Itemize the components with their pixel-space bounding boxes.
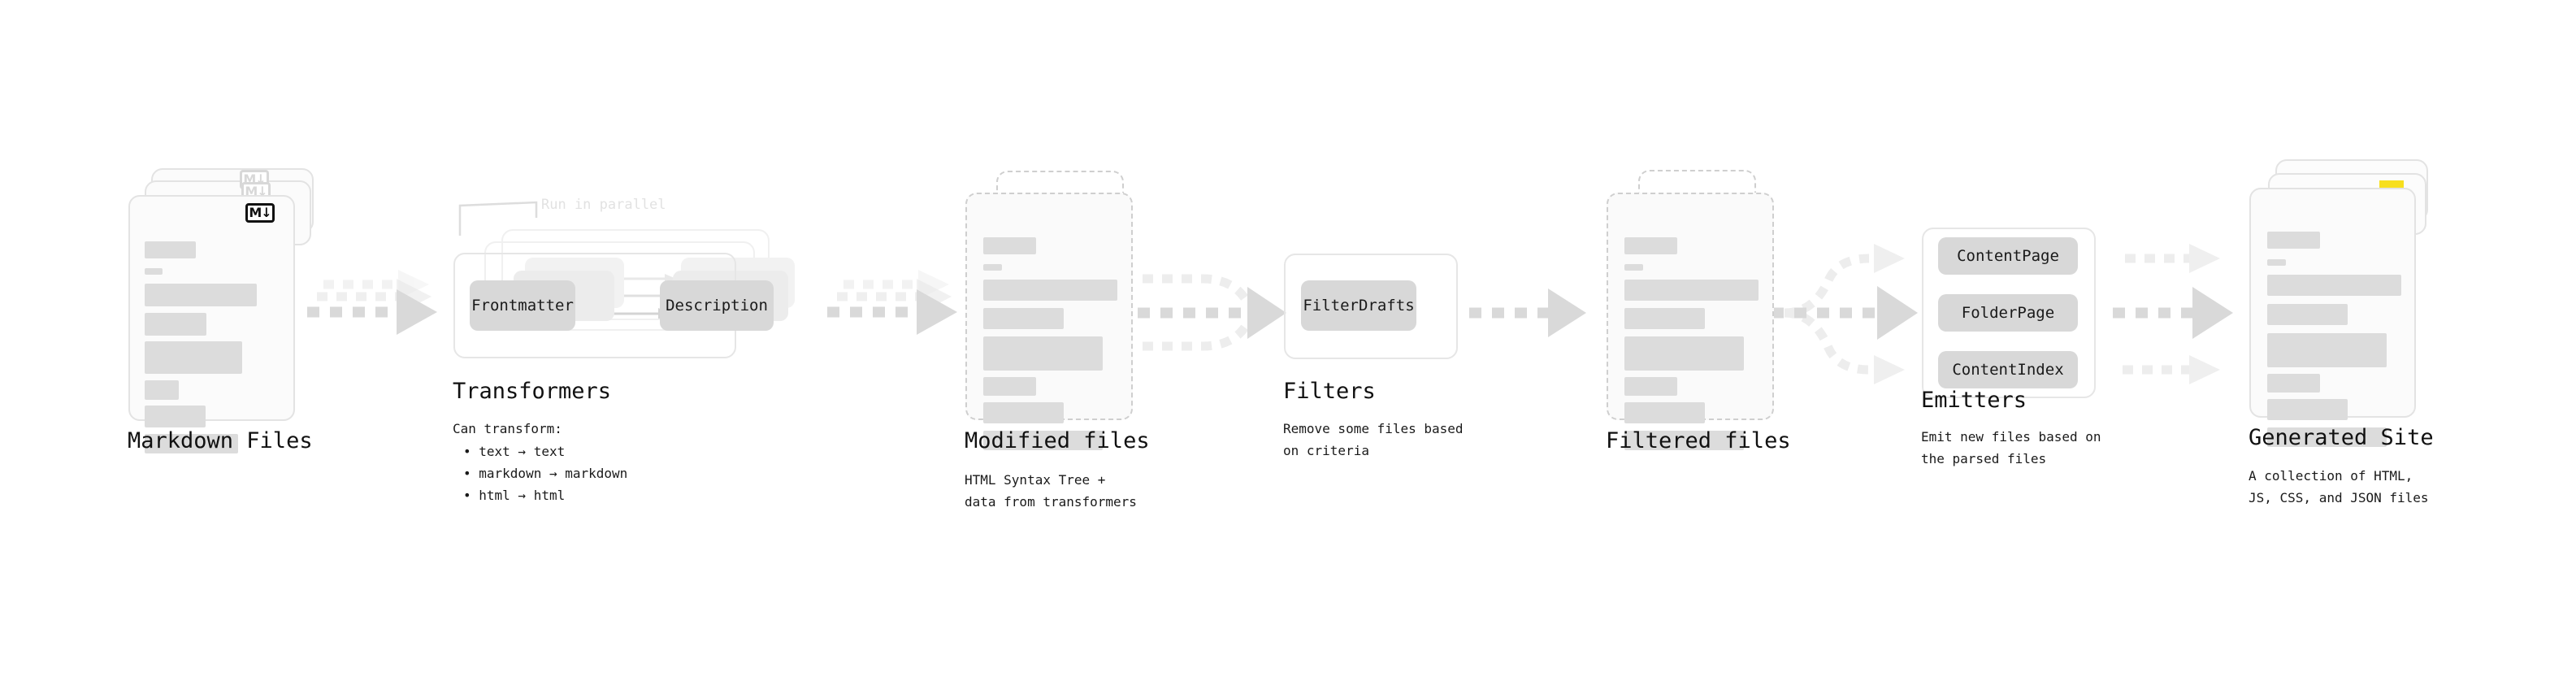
filters-title: Filters: [1283, 379, 1376, 404]
emitters-chip-folderpage[interactable]: FolderPage: [1938, 294, 2078, 332]
filters-box: [1284, 254, 1458, 359]
modified-card-front: [965, 193, 1133, 450]
modified-files-subtitle-2: data from transformers: [965, 494, 1137, 510]
transformers-chip-description[interactable]: Description: [660, 280, 774, 331]
filters-chip-filterdrafts[interactable]: FilterDrafts: [1301, 280, 1416, 331]
transformers-bullet-3: • html → html: [463, 488, 566, 503]
transformers-title: Transformers: [453, 379, 612, 404]
emitters-subtitle-2: the parsed files: [1921, 451, 2047, 466]
markdown-files-title: Markdown Files: [128, 428, 313, 453]
emitters-chip-contentindex[interactable]: ContentIndex: [1938, 351, 2078, 388]
connector-transformers-to-modified: [827, 270, 957, 335]
transformers-bullet-1: • text → text: [463, 444, 566, 459]
emitters-box: [1922, 228, 2096, 398]
connector-filtered-to-emitters: [1772, 244, 1918, 384]
emitters-subtitle-1: Emit new files based on: [1921, 429, 2101, 445]
filtered-card-front: [1607, 193, 1774, 450]
connector-modified-to-filters: [1138, 274, 1286, 351]
transformers-chip-frontmatter[interactable]: Frontmatter: [470, 280, 575, 331]
markdown-card-front: [128, 195, 295, 453]
connector-md-to-transformers: [307, 270, 437, 335]
generated-site-title: Generated Site: [2249, 425, 2434, 450]
modified-files-subtitle-1: HTML Syntax Tree +: [965, 472, 1106, 488]
filters-subtitle-2: on criteria: [1283, 443, 1369, 458]
emitters-chip-contentpage[interactable]: ContentPage: [1938, 237, 2078, 275]
transformers-bullet-2: • markdown → markdown: [463, 466, 628, 481]
generated-site-subtitle-1: A collection of HTML,: [2249, 468, 2413, 484]
filtered-files-title: Filtered files: [1606, 428, 1791, 453]
filters-subtitle-1: Remove some files based: [1283, 421, 1464, 436]
generated-site-subtitle-2: JS, CSS, and JSON files: [2249, 490, 2429, 505]
transformers-subtitle-heading: Can transform:: [453, 421, 562, 436]
modified-files-title: Modified files: [965, 428, 1150, 453]
run-in-parallel-label: Run in parallel: [541, 197, 666, 213]
markdown-badge-front: M↓: [245, 203, 275, 223]
connector-filters-to-filtered: [1469, 288, 1586, 337]
emitters-title: Emitters: [1921, 388, 2027, 413]
connector-emitters-to-site: [2113, 244, 2233, 384]
site-card-front: [2249, 188, 2416, 447]
